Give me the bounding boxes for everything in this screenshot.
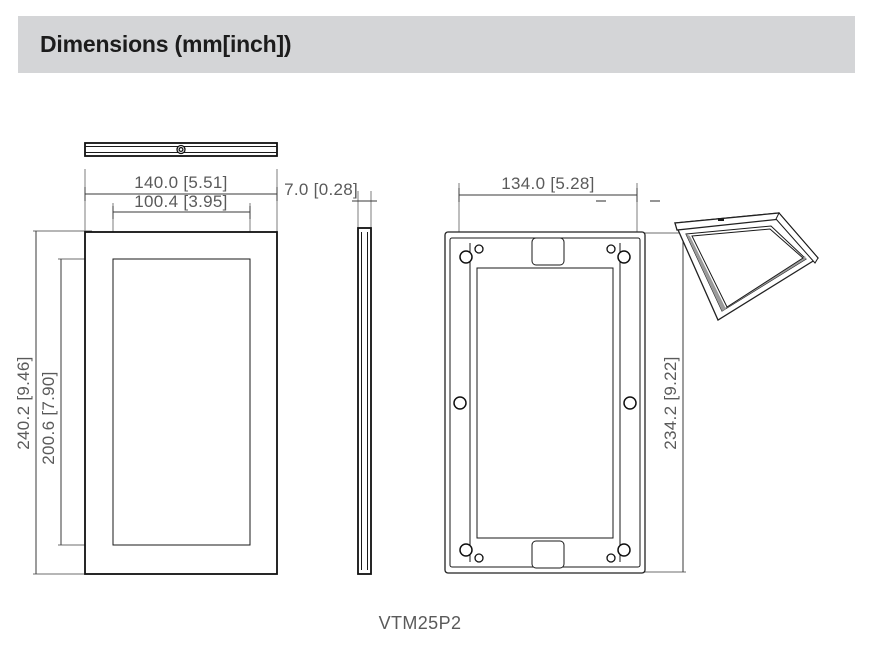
section-header-bar: Dimensions (mm[inch]) [18, 16, 855, 73]
dim-front-height-outer: 240.2 [9.46] [14, 356, 33, 449]
bracket-vertical-dimension: 234.2 [9.22] [640, 232, 686, 573]
front-view-vertical-dimensions: 240.2 [9.46] 200.6 [7.90] [14, 230, 118, 575]
dim-side-thickness: 7.0 [0.28] [284, 180, 358, 199]
bracket-hole-top-right [606, 244, 631, 264]
dim-bracket-width: 134.0 [5.28] [501, 174, 594, 193]
bracket-hole-bottom-left [459, 543, 484, 563]
model-label: VTM25P2 [379, 613, 462, 633]
dimension-drawing: 140.0 [5.51] 100.4 [3.95] 240.2 [9.46] 2… [0, 73, 879, 656]
bracket-hole-top-left [459, 244, 484, 264]
mounting-bracket-view [444, 231, 646, 574]
isometric-3d-view [596, 200, 819, 321]
dim-front-width-outer: 140.0 [5.51] [134, 173, 227, 192]
bracket-hole-mid-left [453, 396, 467, 410]
dim-bracket-height: 234.2 [9.22] [661, 356, 680, 449]
bracket-top-tab [531, 237, 565, 266]
front-view-body [84, 231, 278, 575]
front-view-top-edge-strip [84, 142, 278, 157]
dim-front-width-inner: 100.4 [3.95] [134, 192, 227, 211]
dim-front-height-inner: 200.6 [7.90] [39, 371, 58, 464]
bracket-hole-mid-right [623, 396, 637, 410]
drawing-canvas: 140.0 [5.51] 100.4 [3.95] 240.2 [9.46] 2… [14, 142, 819, 633]
bracket-bottom-tab [531, 540, 565, 569]
page-title: Dimensions (mm[inch]) [40, 31, 292, 57]
side-profile-view: 7.0 [0.28] [284, 180, 377, 575]
bracket-hole-bottom-right [606, 543, 631, 563]
bracket-horizontal-dimension: 134.0 [5.28] [458, 174, 638, 245]
